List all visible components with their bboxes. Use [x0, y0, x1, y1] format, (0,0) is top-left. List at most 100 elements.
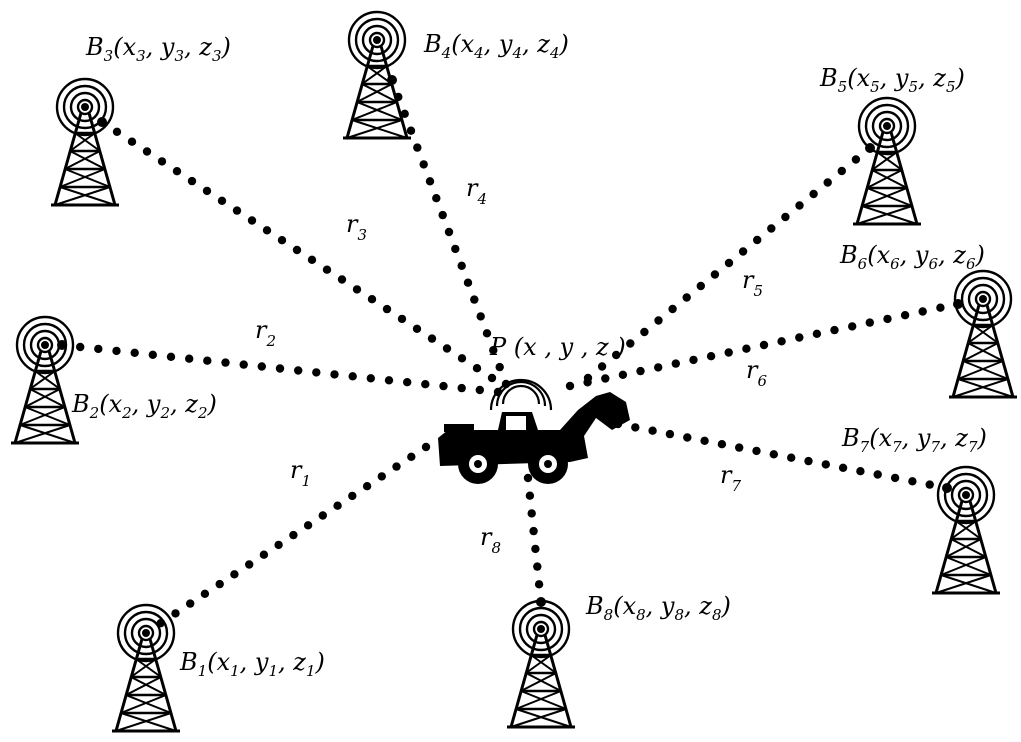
link-dot: [837, 166, 846, 176]
link-dot: [781, 212, 790, 222]
station-label-b6: B6(x6, y6, z6): [839, 241, 985, 273]
link-dot: [654, 363, 663, 372]
link-dot: [812, 329, 822, 338]
station-labels: B1(x1, y1, z1)B2(x2, y2, z2)B3(x3, y3, z…: [71, 30, 987, 680]
radio-tower-icon: [505, 599, 577, 729]
link-dot: [883, 314, 892, 324]
link-dot: [795, 201, 804, 210]
link-dot: [171, 609, 180, 618]
link-dot: [654, 316, 663, 325]
link-dot: [735, 443, 744, 452]
link-dot: [185, 354, 194, 363]
link-dot: [348, 372, 357, 381]
link-dot: [427, 334, 437, 343]
link-dot: [583, 378, 592, 387]
link-dot: [217, 196, 227, 205]
link-dot: [262, 226, 272, 235]
link-dot: [533, 562, 542, 571]
link-dot: [787, 453, 796, 462]
link-dot: [400, 109, 409, 119]
link-dot: [769, 450, 778, 459]
link-dot: [851, 155, 861, 164]
link-dot: [166, 352, 176, 361]
center-label: P (x , y , z ): [489, 333, 626, 361]
link-dot: [187, 176, 197, 186]
link-dot: [689, 355, 698, 365]
range-link-b4: [387, 75, 511, 389]
link-dot: [421, 442, 431, 452]
link-dot: [247, 216, 257, 225]
link-dot: [597, 362, 607, 371]
link-dot: [451, 244, 460, 254]
link-dot: [239, 360, 248, 369]
link-dot: [665, 429, 675, 439]
link-dot: [215, 579, 224, 589]
link-dot: [200, 589, 210, 598]
link-dot: [277, 236, 287, 245]
link-dot: [838, 463, 848, 472]
link-dot: [292, 245, 302, 255]
station-label-b8: B8(x8, y8, z8): [585, 592, 731, 624]
link-dot: [856, 467, 865, 476]
link-dot: [230, 570, 239, 579]
link-dot: [97, 117, 107, 127]
link-dot: [425, 177, 435, 186]
link-dot: [636, 366, 645, 376]
range-label-b8: r8: [480, 523, 501, 557]
link-dot: [442, 344, 452, 353]
link-dot: [724, 258, 734, 268]
link-dot: [337, 275, 347, 284]
link-dot: [367, 295, 377, 304]
link-dot: [348, 491, 357, 501]
link-dot: [419, 160, 428, 169]
range-label-b4: r4: [466, 174, 487, 208]
range-label-b1: r1: [290, 456, 311, 490]
link-dot: [352, 285, 362, 294]
link-dot: [172, 167, 182, 176]
link-dot: [668, 304, 677, 314]
link-dot: [307, 255, 317, 264]
link-dot: [413, 143, 422, 152]
link-dot: [221, 358, 230, 367]
link-dot: [330, 370, 339, 379]
link-dot: [439, 381, 448, 391]
link-dot: [936, 303, 945, 312]
wheel-loader-icon: [438, 378, 630, 484]
link-dot: [112, 346, 121, 356]
link-dot: [438, 210, 447, 220]
radio-tower-icon: [110, 603, 182, 733]
link-dot: [527, 509, 536, 518]
link-dot: [257, 362, 266, 371]
link-dot: [752, 446, 761, 456]
range-link-b1: [141, 442, 431, 638]
link-dot: [489, 346, 498, 355]
link-dot: [202, 186, 212, 196]
link-dot: [873, 470, 882, 479]
link-dot: [640, 327, 649, 337]
link-dot: [112, 127, 122, 136]
range-label-b6: r6: [746, 356, 767, 390]
link-dot: [482, 329, 492, 338]
link-dot: [612, 350, 621, 360]
link-dot: [795, 333, 804, 342]
link-dot: [823, 178, 832, 187]
link-dot: [457, 354, 467, 363]
link-dot: [203, 356, 212, 365]
link-dot: [94, 344, 103, 354]
link-dot: [717, 440, 727, 449]
station-label-b5: B5(x5, y5, z5): [819, 64, 965, 96]
link-dot: [696, 281, 705, 291]
link-dot: [294, 366, 303, 375]
link-dot: [289, 530, 298, 540]
link-dot: [127, 137, 137, 146]
link-dot: [322, 265, 332, 274]
link-dot: [706, 352, 716, 361]
link-dot: [671, 359, 680, 368]
link-dot: [534, 580, 544, 589]
range-label-b3: r3: [346, 210, 367, 244]
range-link-b3: [97, 117, 497, 383]
radio-tower-icon: [947, 269, 1019, 399]
link-dot: [472, 364, 482, 373]
link-dot: [463, 278, 473, 287]
